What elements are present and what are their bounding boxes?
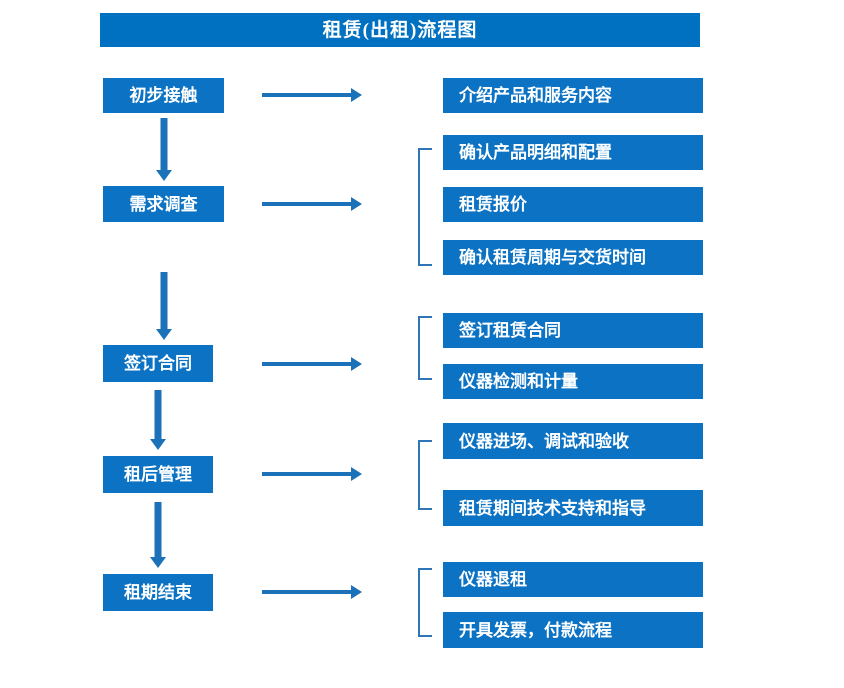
flowchart-title-banner: 租赁(出租)流程图 <box>100 13 700 47</box>
horizontal-arrow-4 <box>262 466 362 482</box>
detail-node-3-2[interactable]: 仪器检测和计量 <box>443 364 703 399</box>
detail-node-1-1[interactable]: 介绍产品和服务内容 <box>443 78 703 113</box>
arrow-shaft <box>262 93 352 97</box>
detail-node-2-1[interactable]: 确认产品明细和配置 <box>443 135 703 170</box>
detail-node-4-1[interactable]: 仪器进场、调试和验收 <box>443 423 703 459</box>
group-bracket-5 <box>418 568 432 637</box>
arrow-head-icon <box>351 467 362 481</box>
arrow-shaft <box>154 502 162 557</box>
detail-node-4-2[interactable]: 租赁期间技术支持和指导 <box>443 490 703 526</box>
vertical-arrow-1-to-2 <box>152 118 176 181</box>
stage-node-3[interactable]: 签订合同 <box>103 345 213 382</box>
arrow-shaft <box>262 202 352 206</box>
vertical-arrow-3-to-4 <box>146 390 170 450</box>
vertical-arrow-4-to-5 <box>146 502 170 568</box>
arrow-head-icon <box>351 197 362 211</box>
detail-node-3-1[interactable]: 签订租赁合同 <box>443 313 703 348</box>
horizontal-arrow-2 <box>262 196 362 212</box>
arrow-shaft <box>160 118 168 170</box>
arrow-shaft <box>262 362 352 366</box>
arrow-head-icon <box>156 329 172 340</box>
detail-node-2-2[interactable]: 租赁报价 <box>443 187 703 222</box>
group-bracket-4 <box>418 440 432 510</box>
arrow-shaft <box>262 472 352 476</box>
horizontal-arrow-3 <box>262 356 362 372</box>
arrow-shaft <box>262 590 352 594</box>
stage-node-1[interactable]: 初步接触 <box>103 78 224 113</box>
stage-node-2[interactable]: 需求调查 <box>103 186 224 222</box>
arrow-head-icon <box>150 439 166 450</box>
detail-node-2-3[interactable]: 确认租赁周期与交货时间 <box>443 240 703 275</box>
arrow-head-icon <box>351 357 362 371</box>
stage-node-5[interactable]: 租期结束 <box>103 574 213 611</box>
horizontal-arrow-5 <box>262 584 362 600</box>
arrow-head-icon <box>150 557 166 568</box>
detail-node-5-2[interactable]: 开具发票，付款流程 <box>443 612 703 648</box>
group-bracket-2 <box>418 148 432 266</box>
stage-node-4[interactable]: 租后管理 <box>103 456 213 493</box>
horizontal-arrow-1 <box>262 87 362 103</box>
arrow-shaft <box>154 390 162 439</box>
detail-node-5-1[interactable]: 仪器退租 <box>443 562 703 597</box>
vertical-arrow-2-to-3 <box>152 272 176 340</box>
group-bracket-3 <box>418 316 432 380</box>
arrow-shaft <box>160 272 168 329</box>
arrow-head-icon <box>351 585 362 599</box>
arrow-head-icon <box>156 170 172 181</box>
arrow-head-icon <box>351 88 362 102</box>
